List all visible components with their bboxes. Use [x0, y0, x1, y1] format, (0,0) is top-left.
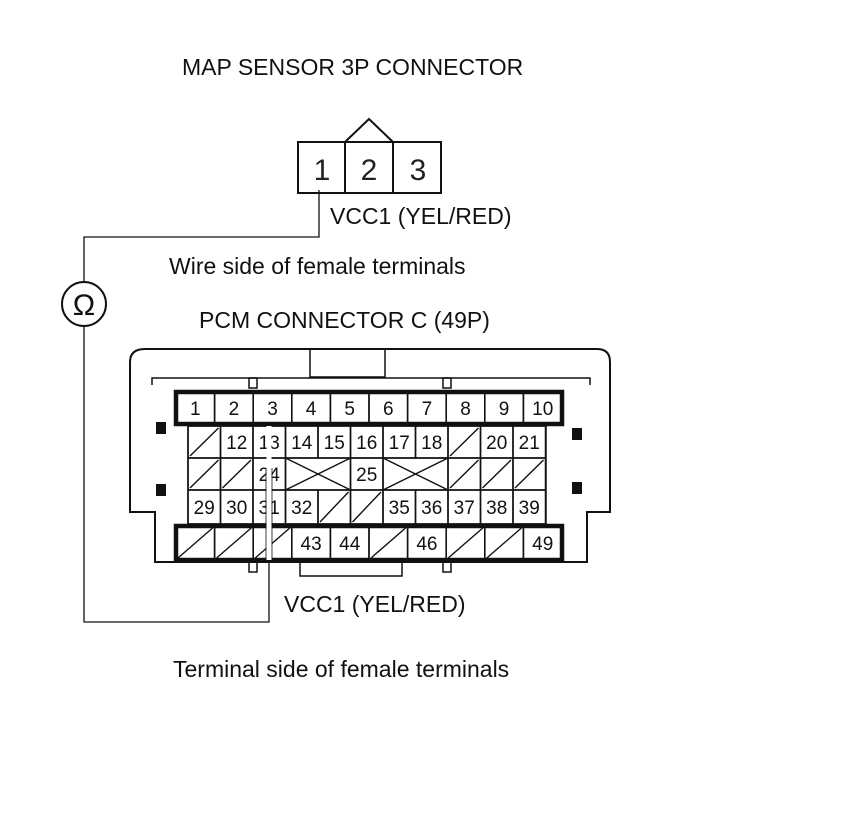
svg-text:21: 21 — [519, 433, 540, 454]
svg-text:3: 3 — [267, 399, 278, 420]
svg-text:15: 15 — [324, 433, 345, 454]
svg-text:2: 2 — [229, 399, 240, 420]
svg-text:37: 37 — [454, 498, 475, 519]
svg-text:5: 5 — [344, 399, 355, 420]
svg-text:14: 14 — [291, 433, 313, 454]
svg-text:36: 36 — [421, 498, 442, 519]
svg-text:18: 18 — [421, 433, 442, 454]
latch-tabs — [156, 422, 582, 496]
svg-text:Ω: Ω — [73, 289, 95, 322]
map-pin-2: 2 — [361, 154, 378, 187]
vcc1-bottom-label: VCC1 (YEL/RED) — [284, 591, 465, 617]
pcm-terminals: 1234567891012131415161718202124252930313… — [173, 389, 565, 563]
svg-text:8: 8 — [460, 399, 471, 420]
svg-text:1: 1 — [190, 399, 201, 420]
svg-text:49: 49 — [532, 534, 553, 555]
svg-text:29: 29 — [194, 498, 215, 519]
svg-text:9: 9 — [499, 399, 510, 420]
svg-text:35: 35 — [389, 498, 410, 519]
svg-text:6: 6 — [383, 399, 394, 420]
svg-text:32: 32 — [291, 498, 312, 519]
pcm-terminal-10: 10 — [522, 391, 563, 425]
svg-text:12: 12 — [226, 433, 247, 454]
wire-side-label: Wire side of female terminals — [169, 253, 466, 279]
map-pin-1: 1 — [314, 154, 331, 187]
ohmmeter-icon: Ω — [61, 281, 107, 327]
probe-highlight — [265, 426, 273, 560]
svg-text:20: 20 — [486, 433, 507, 454]
svg-text:38: 38 — [486, 498, 507, 519]
svg-text:46: 46 — [416, 534, 437, 555]
svg-text:25: 25 — [356, 465, 377, 486]
vcc1-top-label: VCC1 (YEL/RED) — [330, 203, 511, 229]
svg-text:10: 10 — [532, 399, 553, 420]
svg-text:43: 43 — [301, 534, 322, 555]
svg-text:17: 17 — [389, 433, 410, 454]
svg-text:16: 16 — [356, 433, 377, 454]
svg-text:30: 30 — [226, 498, 247, 519]
pcm-terminal-49: 49 — [522, 525, 563, 561]
svg-text:44: 44 — [339, 534, 361, 555]
svg-text:7: 7 — [422, 399, 433, 420]
svg-text:39: 39 — [519, 498, 540, 519]
pcm-terminal-39: 39 — [512, 489, 547, 525]
map-sensor-connector — [297, 117, 442, 194]
pcm-connector-title: PCM CONNECTOR C (49P) — [199, 307, 490, 333]
map-connector-title: MAP SENSOR 3P CONNECTOR — [182, 54, 523, 80]
svg-text:4: 4 — [306, 399, 317, 420]
terminal-side-label: Terminal side of female terminals — [173, 656, 509, 682]
map-pin-3: 3 — [410, 154, 427, 187]
